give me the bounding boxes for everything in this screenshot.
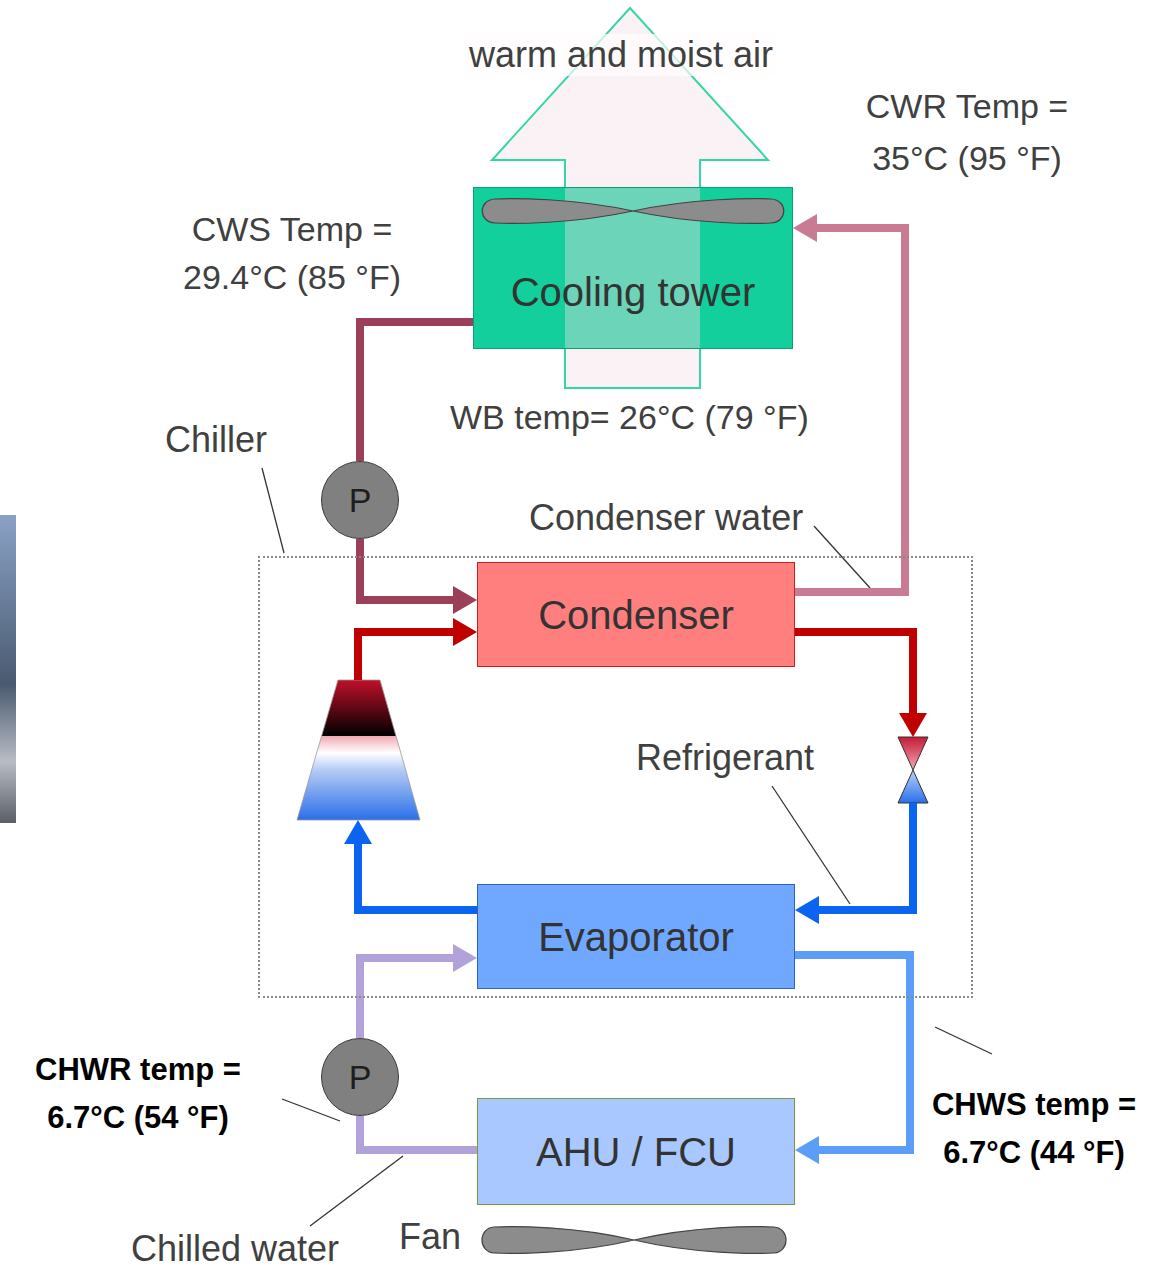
temperature-label-holder: WB temp= 26°C (79 °F) [450, 396, 809, 438]
fan-blade [482, 1227, 634, 1254]
pipe-connector [360, 1116, 477, 1150]
fan-blade [634, 1227, 786, 1254]
pipe-label-holder: Refrigerant [636, 737, 814, 779]
pipe-line [795, 228, 905, 592]
leader-line [772, 786, 850, 904]
arrow-head [795, 896, 819, 924]
air-arrow-outline [492, 8, 768, 187]
pump-circle: P [321, 1038, 399, 1116]
leader-line [935, 1027, 992, 1054]
pipe-line [816, 803, 913, 910]
temperature-label-holder: CWR Temp = 35°C (95 °F) [847, 80, 1087, 184]
photo-fragment [0, 515, 16, 823]
pipe-label-holder: Chilled water [131, 1228, 339, 1270]
evaporator-box: Evaporator [477, 884, 795, 989]
fan-label: Fan [399, 1216, 461, 1258]
pump-label: P [349, 480, 372, 520]
air-flow-label: warm and moist air [465, 34, 777, 76]
pipe-line [360, 322, 473, 461]
pipe-line [360, 539, 456, 600]
pump-label: P [349, 1057, 372, 1097]
leader-line [262, 468, 284, 553]
pipe-line [358, 632, 456, 680]
leader-line [282, 1099, 340, 1121]
arrow-head [795, 1136, 819, 1164]
pipe-line [360, 1116, 477, 1150]
temperature-label: CHWS temp = 6.7°C (44 °F) [919, 1081, 1149, 1177]
expansion-valve [898, 770, 928, 803]
compressor-symbol [297, 680, 420, 820]
leader-lines [262, 468, 992, 1226]
air-arrow-fill [492, 8, 768, 388]
temperature-label: CHWR temp = 6.7°C (54 °F) [23, 1046, 253, 1142]
pipe-connector [360, 322, 473, 461]
arrow-head [453, 618, 477, 646]
tower-label: Cooling tower [511, 268, 756, 316]
ahu-fan [482, 1227, 786, 1254]
fan-blade [482, 199, 633, 224]
chiller-box: ChillerCondenserEvaporator [258, 556, 973, 998]
pipe-line [358, 841, 477, 910]
expansion-valve [898, 737, 928, 770]
pipe-connector [795, 955, 910, 1164]
pipe-label-holder: Condenser water [529, 497, 803, 539]
air-flow-label-holder: warm and moist air [465, 34, 777, 76]
pipe-line [360, 958, 456, 1038]
leader-line [814, 526, 870, 588]
pipe-label: Refrigerant [636, 737, 814, 779]
pipe-line [795, 632, 913, 716]
fan-label-holder: Fan [399, 1216, 461, 1258]
arrow-head [344, 820, 372, 844]
condenser-box: Condenser [477, 562, 795, 667]
temperature-label-holder: CHWS temp = 6.7°C (44 °F) [919, 1081, 1149, 1177]
arrow-head [453, 586, 477, 614]
box-label: Evaporator [538, 913, 734, 961]
ahu-box: AHU / FCU [477, 1098, 795, 1205]
chiller-heading: Chiller [165, 419, 267, 461]
pipe-label: Condenser water [529, 497, 803, 539]
arrow-head [453, 944, 477, 972]
pipe-label: Chilled water [131, 1228, 339, 1270]
air-arrow-outline [565, 349, 700, 388]
temperature-label-holder: CWS Temp = 29.4°C (85 °F) [162, 205, 422, 301]
box-label: Condenser [538, 591, 734, 639]
temperature-label-holder: CHWR temp = 6.7°C (54 °F) [23, 1046, 253, 1142]
arrow-head [899, 713, 927, 737]
leader-line [310, 1156, 403, 1226]
pipe-connector [795, 632, 927, 924]
pipe-connector [360, 944, 477, 1038]
temperature-label: WB temp= 26°C (79 °F) [450, 396, 809, 438]
cooling-tower: Cooling tower [473, 187, 793, 349]
tower-fan [482, 199, 784, 224]
pipe-connector [344, 618, 477, 910]
pipe-connector [360, 539, 477, 614]
temperature-label: CWS Temp = 29.4°C (85 °F) [162, 205, 422, 301]
fan-blade [633, 199, 784, 224]
box-label: AHU / FCU [536, 1128, 736, 1176]
pipe-line [795, 955, 910, 1150]
pipe-connector [793, 214, 905, 592]
arrow-head [793, 214, 817, 242]
pump-circle: P [321, 461, 399, 539]
temperature-label: CWR Temp = 35°C (95 °F) [847, 80, 1087, 184]
